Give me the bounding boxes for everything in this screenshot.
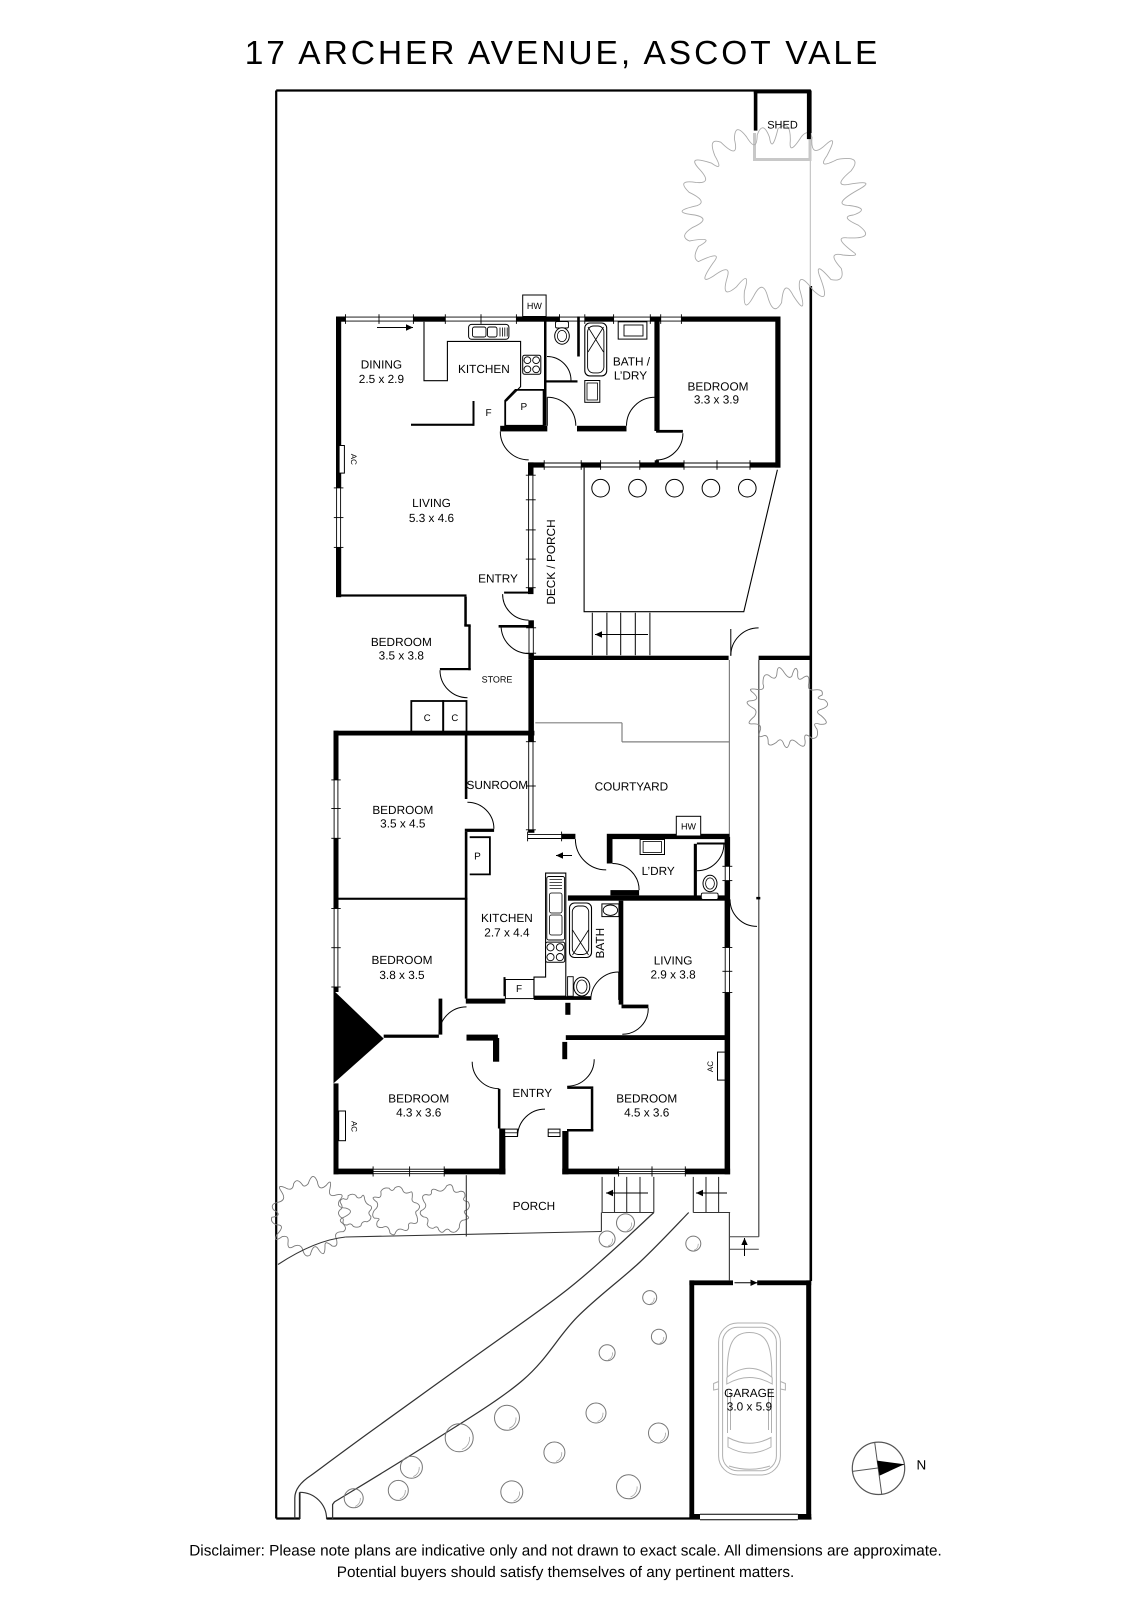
svg-text:DINING: DINING [361, 358, 402, 372]
svg-text:L’DRY: L’DRY [642, 864, 675, 878]
svg-text:BATH: BATH [593, 928, 607, 959]
svg-text:P: P [474, 852, 481, 863]
svg-text:3.3 x 3.9: 3.3 x 3.9 [694, 393, 739, 407]
svg-text:BEDROOM: BEDROOM [388, 1092, 449, 1106]
svg-text:BEDROOM: BEDROOM [616, 1091, 677, 1105]
svg-text:3.0 x 5.9: 3.0 x 5.9 [727, 1400, 772, 1414]
svg-text:BEDROOM: BEDROOM [372, 803, 433, 817]
svg-text:HW: HW [681, 822, 696, 832]
svg-text:L’DRY: L’DRY [614, 369, 647, 383]
svg-text:C: C [424, 713, 431, 724]
svg-text:GARAGE: GARAGE [724, 1386, 775, 1400]
svg-text:PORCH: PORCH [513, 1199, 556, 1213]
svg-text:N: N [917, 1458, 927, 1473]
svg-text:KITCHEN: KITCHEN [481, 911, 533, 925]
svg-text:LIVING: LIVING [654, 953, 693, 967]
svg-text:BEDROOM: BEDROOM [688, 380, 749, 394]
svg-text:COURTYARD: COURTYARD [595, 780, 669, 794]
svg-text:3.8 x 3.5: 3.8 x 3.5 [379, 968, 425, 982]
svg-text:AC: AC [349, 454, 358, 465]
svg-text:STORE: STORE [482, 674, 513, 684]
svg-text:ENTRY: ENTRY [512, 1086, 552, 1100]
svg-text:17 ARCHER AVENUE, ASCOT VALE: 17 ARCHER AVENUE, ASCOT VALE [245, 35, 881, 72]
svg-text:SUNROOM: SUNROOM [466, 778, 528, 792]
svg-text:HW: HW [527, 301, 542, 311]
svg-text:Potential buyers should satisf: Potential buyers should satisfy themselv… [337, 1564, 794, 1581]
svg-text:BATH /: BATH / [613, 355, 651, 369]
svg-text:F: F [516, 984, 522, 995]
svg-text:AC: AC [706, 1061, 715, 1072]
svg-text:F: F [486, 408, 492, 419]
svg-text:4.3 x 3.6: 4.3 x 3.6 [396, 1105, 442, 1119]
svg-text:DECK / PORCH: DECK / PORCH [544, 519, 558, 604]
svg-text:P: P [520, 402, 527, 413]
svg-text:Disclaimer: Please note plans: Disclaimer: Please note plans are indica… [189, 1543, 942, 1560]
svg-text:C: C [451, 713, 458, 724]
svg-text:5.3 x 4.6: 5.3 x 4.6 [409, 511, 455, 525]
svg-text:2.5 x 2.9: 2.5 x 2.9 [359, 372, 404, 386]
svg-text:KITCHEN: KITCHEN [458, 362, 510, 376]
svg-text:3.5 x 3.8: 3.5 x 3.8 [379, 649, 425, 663]
svg-text:3.5 x 4.5: 3.5 x 4.5 [380, 817, 426, 831]
svg-text:BEDROOM: BEDROOM [371, 635, 432, 649]
svg-text:AC: AC [350, 1121, 359, 1132]
svg-text:2.9 x 3.8: 2.9 x 3.8 [650, 968, 696, 982]
svg-text:ENTRY: ENTRY [478, 572, 518, 586]
svg-text:LIVING: LIVING [412, 496, 451, 510]
svg-text:4.5 x 3.6: 4.5 x 3.6 [624, 1106, 670, 1120]
svg-text:SHED: SHED [767, 120, 798, 132]
svg-text:BEDROOM: BEDROOM [372, 953, 433, 967]
svg-text:2.7 x 4.4: 2.7 x 4.4 [484, 926, 530, 940]
